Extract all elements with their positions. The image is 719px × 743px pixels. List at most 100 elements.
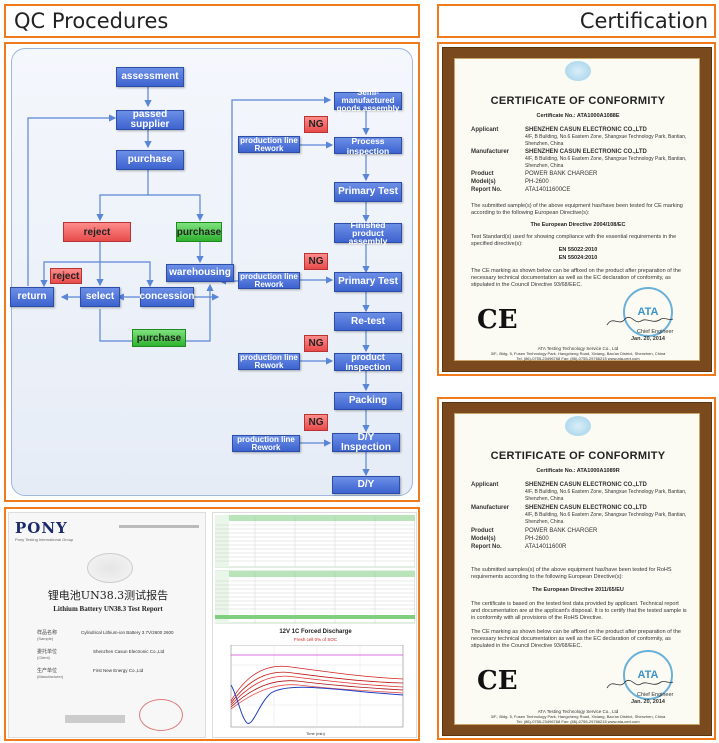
sample-label-en: (Sample) [37, 636, 54, 641]
cert1-report-label: Report No. [471, 187, 502, 193]
cert2-applicant-addr: 4/F, B Building, No.6 Eastern Zone, Shan… [525, 489, 687, 502]
cert2-footer1: ATA Testing Technology Service Co., Ltd [537, 709, 619, 714]
cert1-text2: Test Standard(s) used for showing compli… [471, 234, 677, 247]
flow-dy: D/Y [332, 476, 400, 494]
ilac-seal [87, 553, 133, 583]
flow-reject-small: reject [50, 268, 82, 284]
un38-report-cover: PONY Pony Testing International Group 锂电… [8, 512, 206, 738]
cert2-number: Certificate No.: ATA1000A1089R [536, 468, 620, 474]
cert2-footer3: Tel: (86)-0755-23496768 Fax: (86)-0755-2… [516, 719, 640, 724]
cert1-product-label: Product [471, 171, 494, 177]
cert1-applicant: SHENZHEN CASUN ELECTRONIC CO.,LTD [525, 127, 647, 133]
certificate-1: CERTIFICATE OF CONFORMITY Certificate No… [454, 58, 700, 361]
maker-label-en: (Manufacturer) [37, 674, 64, 679]
cert2-engineer: Chief Engineer [637, 692, 674, 698]
cert2-manufacturer-label: Manufacturer [471, 505, 510, 511]
certification-title: Certification [579, 9, 708, 33]
flow-passed-supplier: passed supplier [116, 110, 184, 130]
report-title-en: Lithium Battery UN38.3 Test Report [53, 605, 163, 613]
flow-ng-4: NG [304, 414, 328, 431]
flow-warehousing: warehousing [166, 264, 234, 282]
cert1-signature [606, 316, 674, 326]
flow-purchase-bottom: purchase [132, 329, 186, 347]
curve-1 [230, 665, 404, 702]
cert1-top-seal [565, 61, 591, 81]
cert2-product-label: Product [471, 528, 494, 534]
flow-finished-assembly: Finished product assembly [334, 221, 402, 245]
cert2-footer2: 3/F., Bldg. 5, Fusen Technology Park, Ha… [490, 714, 666, 719]
report-title-cn: 锂电池UN38.3测试报告 [47, 589, 169, 602]
certificate-2: CERTIFICATE OF CONFORMITY Certificate No… [454, 413, 700, 725]
cert1-applicant-addr: 4/F, B Building, No.6 Eastern Zone, Shan… [525, 134, 687, 147]
cert1-title: CERTIFICATE OF CONFORMITY [490, 95, 666, 107]
cert1-text3: The CE marking as shown below can be aff… [471, 268, 681, 288]
cert1-std2: EN 55024:2010 [558, 255, 598, 261]
cert2-manufacturer: SHENZHEN CASUN ELECTRONIC CO.,LTD [525, 505, 647, 511]
cert2-ata-seal: ATA [623, 650, 673, 700]
flow-primary-test: Primary Test [334, 182, 402, 202]
cert2-top-seal [565, 416, 591, 436]
qc-procedures-title: QC Procedures [14, 9, 169, 33]
cert1-std1: EN 55022:2010 [558, 247, 598, 253]
cert2-report-label: Report No. [471, 544, 502, 550]
cert1-manufacturer-addr: 4/F, B Building, No.6 Eastern Zone, Shan… [525, 156, 687, 169]
maker-value: First New Energy Co.,Ltd [93, 668, 144, 673]
data-sheet-tables [215, 515, 415, 624]
discharge-graph-xlabel: Time (min) [306, 731, 325, 736]
curve-4 [230, 680, 404, 708]
cert2-text1: The submitted samples(s) of the above eq… [471, 567, 672, 580]
cert1-manufacturer-label: Manufacturer [471, 149, 510, 155]
cert1-directive: The European Directive 2004/108/EC [530, 222, 626, 228]
cert1-date: Jan. 20, 2014 [631, 336, 665, 342]
flow-primary-test-2: Primary Test [334, 272, 402, 292]
flow-product-inspection: product inspection [334, 352, 402, 372]
client-label: 委托单位 [37, 649, 58, 655]
flow-packing: Packing [334, 392, 402, 410]
cert1-ata-seal: ATA [623, 287, 673, 337]
flow-ng-2: NG [304, 253, 328, 270]
cert2-model-label: Model(s) [471, 536, 496, 542]
pony-logo: PONY [15, 519, 68, 537]
cert1-engineer: Chief Engineer [637, 329, 674, 335]
cert2-product: POWER BANK CHARGER [525, 528, 598, 534]
cert1-manufacturer: SHENZHEN CASUN ELECTRONIC CO.,LTD [525, 149, 647, 155]
pony-logo-sub: Pony Testing International Group [15, 537, 74, 542]
curve-6 [230, 684, 404, 724]
cert1-model: PH-2600 [525, 179, 549, 185]
cert1-text1: The submitted sample(s) of the above equ… [471, 203, 683, 216]
flow-rework-2: production line Rework [238, 272, 300, 289]
cert1-ce-mark: CE [477, 305, 518, 335]
discharge-graph-subtitle: Fresh cell 0% of SOC [293, 637, 338, 642]
cert1-applicant-label: Applicant [471, 127, 499, 133]
cert2-applicant: SHENZHEN CASUN ELECTRONIC CO.,LTD [525, 482, 647, 488]
flow-rework-3: production line Rework [238, 353, 300, 370]
discharge-data-page: 12V 1C Forced Discharge Fresh cell 0% of… [212, 512, 417, 738]
qc-procedures-header: QC Procedures [4, 4, 420, 38]
flow-semi-assembly: Semi-manufactured goods assembly [334, 89, 402, 113]
curve-5 [230, 684, 404, 710]
cert2-ce-mark: CE [477, 666, 518, 696]
flow-dy-inspection: D/Y Inspection [332, 432, 400, 452]
sample-label: 样品名称 [37, 630, 58, 636]
cert2-directive: The European Directive 2011/65/EU [532, 587, 624, 593]
cert1-footer1: ATA Testing Technology Service Co., Ltd [537, 346, 619, 351]
cert2-text3: The CE marking as shown below can be aff… [471, 629, 681, 649]
flow-select: select [80, 287, 120, 307]
discharge-graph [230, 645, 404, 728]
cert2-signature [606, 679, 674, 689]
report-red-stamp [139, 699, 183, 731]
flow-assessment: assessment [116, 67, 184, 87]
curve-2 [230, 671, 404, 704]
report-footer-logo [65, 715, 125, 723]
flow-ng-3: NG [304, 335, 328, 352]
client-label-en: (Client) [37, 655, 50, 660]
cert2-applicant-label: Applicant [471, 482, 499, 488]
discharge-graph-title: 12V 1C Forced Discharge [279, 629, 352, 635]
curve-3 [230, 675, 404, 706]
flow-rework-1: production line Rework [238, 136, 300, 153]
sample-value: Cylindrical Lithium-ion Battery 3.7V/260… [81, 630, 174, 635]
flow-ng-1: NG [304, 116, 328, 133]
flow-rework-4: production line Rework [232, 435, 300, 452]
maker-label: 生产单位 [37, 668, 58, 674]
flow-retest: Re-test [334, 312, 402, 331]
